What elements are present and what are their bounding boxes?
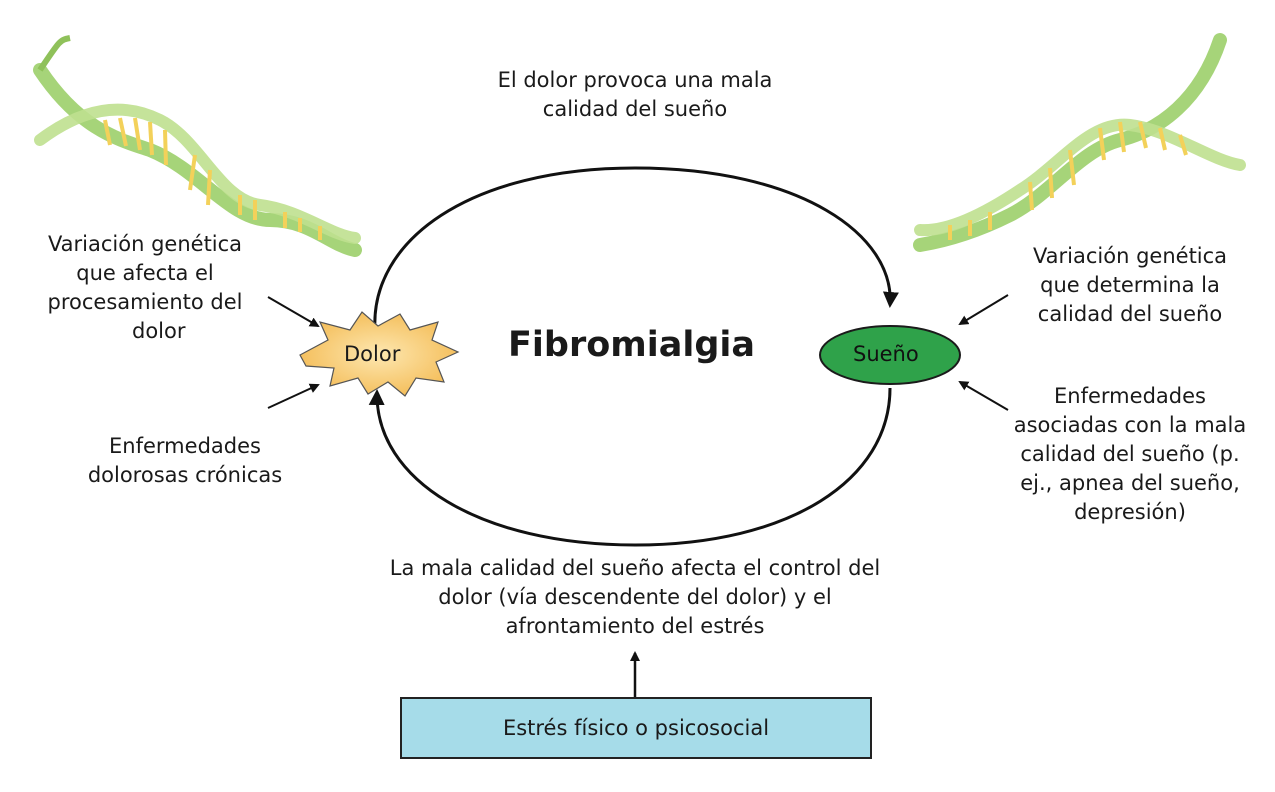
sleep-diseases-line-1: Enfermedades	[1054, 384, 1206, 408]
genetic-pain-line-1: Variación genética	[47, 232, 243, 256]
arrow-genetic-sleep	[958, 294, 1009, 326]
top-label-line-2: calidad del sueño	[542, 97, 728, 121]
arrow-genetic-pain	[267, 296, 320, 328]
pain-node-star	[299, 311, 460, 397]
cycle-arrow-bottom	[368, 387, 892, 547]
stress-box-label: Estrés físico o psicosocial	[502, 716, 770, 740]
cycle-arrow-top	[373, 166, 899, 331]
genetic-sleep-line-2: que determina la	[1040, 273, 1220, 297]
top-label: El dolor provoca una mala calidad del su…	[385, 66, 885, 124]
sleep-diseases-line-2: asociadas con la mala	[1013, 413, 1247, 437]
dna-icon-left	[33, 35, 362, 257]
sleep-node-ellipse	[819, 325, 961, 385]
pain-node-label: Dolor	[344, 342, 401, 366]
bottom-label: La mala calidad del sueño afecta el cont…	[335, 554, 935, 641]
genetic-pain-line-2: que afecta el	[76, 261, 214, 285]
arrow-sleep-diseases	[958, 380, 1009, 411]
chronic-pain-line-2: dolorosas crónicas	[87, 463, 283, 487]
dna-icon-right	[913, 33, 1246, 252]
sleep-diseases-line-4: ej., apnea del sueño,	[1020, 471, 1240, 495]
genetic-sleep-line-3: calidad del sueño	[1037, 302, 1223, 326]
bottom-label-line-2: dolor (vía descendente del dolor) y el	[438, 585, 832, 609]
top-label-line-1: El dolor provoca una mala	[497, 68, 773, 92]
genetic-pain-line-4: dolor	[132, 319, 186, 343]
chronic-pain-label: Enfermedades dolorosas crónicas	[55, 432, 315, 490]
bottom-label-line-1: La mala calidad del sueño afecta el cont…	[389, 556, 881, 580]
genetic-pain-label: Variación genética que afecta el procesa…	[20, 230, 270, 346]
chronic-pain-line-1: Enfermedades	[109, 434, 261, 458]
bottom-label-line-3: afrontamiento del estrés	[505, 614, 765, 638]
sleep-node-label: Sueño	[853, 342, 919, 366]
stress-box: Estrés físico o psicosocial	[400, 697, 872, 759]
sleep-diseases-line-3: calidad del sueño (p.	[1020, 442, 1240, 466]
arrow-chronic-pain	[267, 383, 320, 409]
diagram-title: Fibromialgia	[508, 325, 756, 365]
genetic-sleep-line-1: Variación genética	[1032, 244, 1228, 268]
genetic-pain-line-3: procesamiento del	[47, 290, 243, 314]
sleep-diseases-label: Enfermedades asociadas con la mala calid…	[1000, 382, 1260, 527]
genetic-sleep-label: Variación genética que determina la cali…	[1005, 242, 1255, 329]
sleep-diseases-line-5: depresión)	[1074, 500, 1186, 524]
